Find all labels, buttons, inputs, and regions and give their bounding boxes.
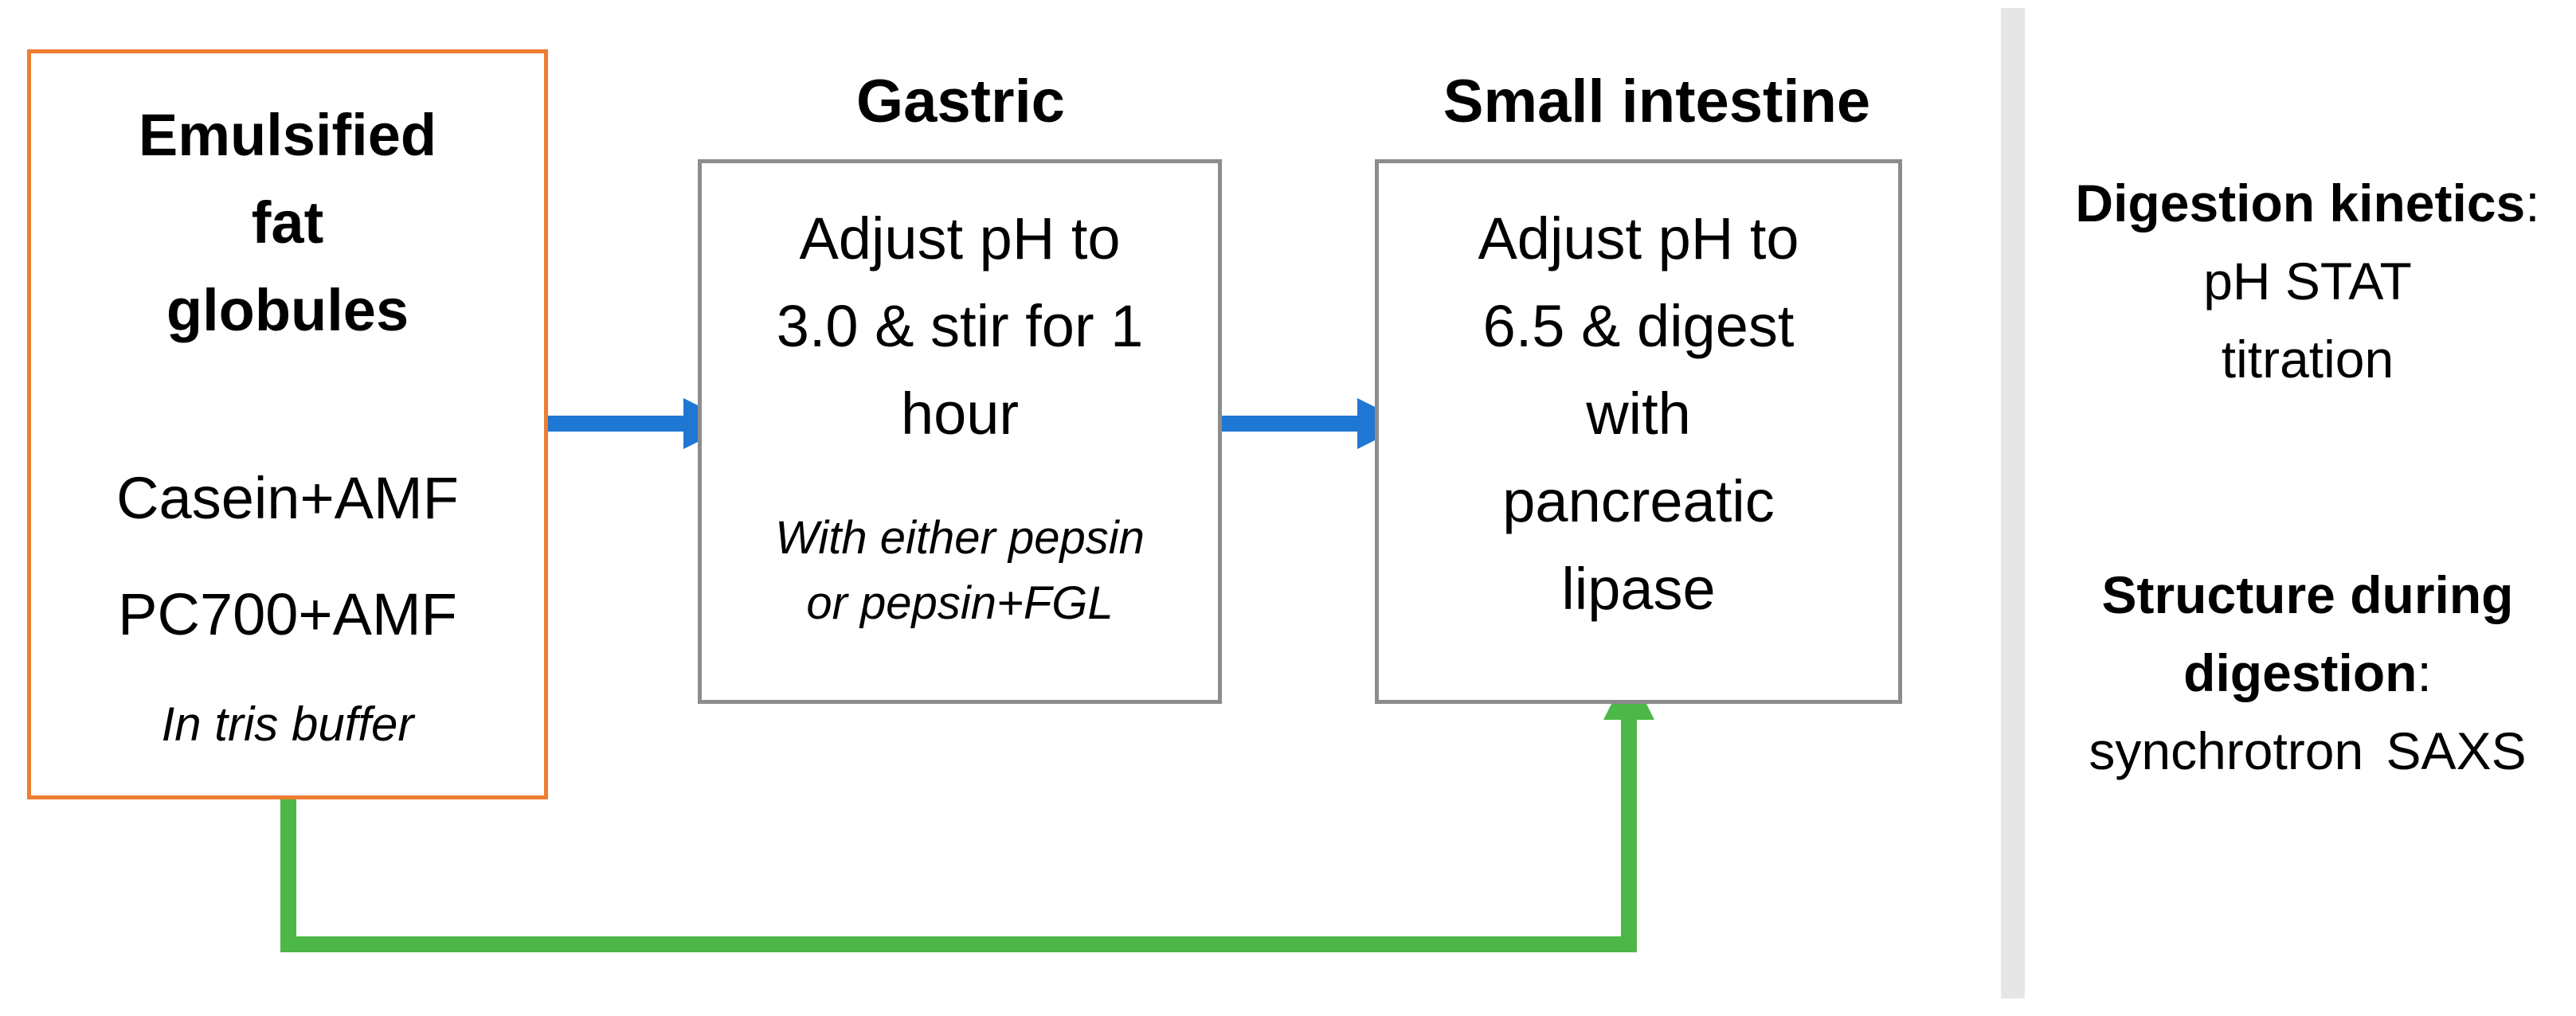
kinetics-method-line-1: pH STAT (2203, 252, 2412, 311)
gastric-body-line-2: 3.0 & stir for 1 (776, 293, 1144, 359)
source-title-line-3: globules (166, 277, 409, 343)
digestion-kinetics-label: Digestion kinetics (2075, 174, 2526, 233)
intestine-body-line-5: lipase (1561, 556, 1716, 622)
intestine-body-line-4: pancreatic (1502, 468, 1775, 534)
gastric-body-line-3: hour (900, 381, 1020, 447)
gastric-heading: Gastric (856, 68, 1065, 135)
sample-pc700-amf: PC700+AMF (118, 581, 457, 647)
gastric-body-line-1: Adjust pH to (799, 205, 1121, 272)
structure-method: synchrotron SAXS (2089, 721, 2527, 780)
intestine-body-line-2: 6.5 & digest (1482, 293, 1795, 359)
structure-label-digestion: digestion (2183, 643, 2417, 702)
gastric-note-line-1: With either pepsin (775, 512, 1145, 564)
digestion-kinetics-heading: Digestion kinetics: (2039, 174, 2576, 234)
source-title-line-2: fat (251, 190, 324, 256)
intestine-body-line-3: with (1586, 381, 1691, 447)
kinetics-method-line-2: titration (2221, 330, 2394, 389)
small-intestine-heading: Small intestine (1443, 68, 1871, 135)
gastric-note-line-2: or pepsin+FGL (806, 577, 1114, 629)
small-intestine-stage-box: Adjust pH to 6.5 & digest with pancreati… (1375, 159, 1902, 704)
structure-heading-line-1: Structure during (2101, 565, 2514, 624)
gastric-stage-box: Adjust pH to 3.0 & stir for 1 hour With … (698, 159, 1222, 704)
source-to-intestine-bypass-arrow (280, 669, 1654, 952)
source-title-line-1: Emulsified (138, 102, 437, 168)
sample-casein-amf: Casein+AMF (116, 465, 459, 531)
buffer-note: In tris buffer (161, 698, 414, 751)
structure-colon: : (2417, 643, 2432, 702)
structure-heading-line-2: digestion: (2039, 643, 2576, 704)
intestine-body-line-1: Adjust pH to (1478, 205, 1799, 272)
vertical-divider (2001, 8, 2025, 998)
digestion-kinetics-colon: : (2525, 174, 2540, 233)
emulsified-fat-globules-box: Emulsified fat globules Casein+AMF PC700… (27, 49, 548, 799)
